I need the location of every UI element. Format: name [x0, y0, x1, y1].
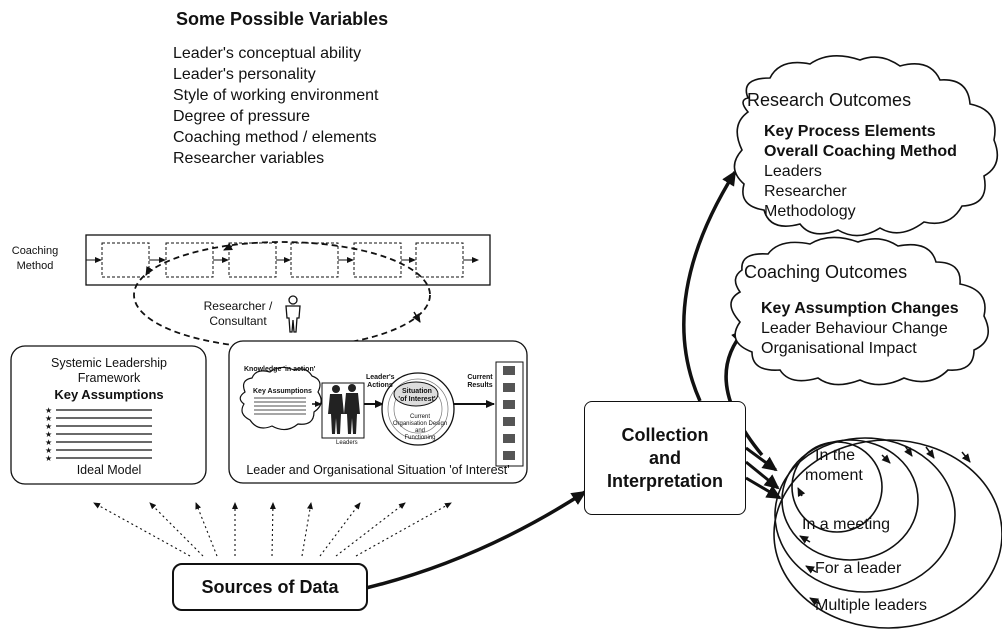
- coaching-outcomes-list: Key Assumption Changes Leader Behaviour …: [761, 299, 959, 359]
- circle-label-moment-line1: In the: [815, 447, 856, 464]
- current-results-label: Current Results: [466, 374, 494, 390]
- results-column: [495, 361, 524, 467]
- source-dotted-arrows: [93, 502, 452, 557]
- variable-item: Researcher variables: [173, 150, 325, 167]
- current-org-line1: Current: [409, 414, 430, 420]
- research-outcome-item: Researcher: [764, 183, 847, 200]
- situation-of-interest-label: Situation 'of Interest': [398, 388, 436, 404]
- collection-line2: and: [648, 447, 681, 468]
- cloud-key-assumptions-label: Key Assumptions: [253, 388, 312, 395]
- research-outcome-item: Overall Coaching Method: [764, 143, 957, 160]
- svg-text:★: ★: [45, 438, 52, 447]
- results-icons: [503, 366, 515, 460]
- knowledge-cloud-lines: [254, 397, 306, 415]
- coaching-method-label: Coaching Method: [4, 244, 66, 274]
- researcher-label-line1: Researcher /: [203, 299, 273, 313]
- arrow-sources-to-collection: [365, 490, 587, 590]
- framework-key-assumptions: Key Assumptions: [54, 387, 164, 402]
- key-assumption-lines: [56, 409, 152, 459]
- knowledge-in-action-label: Knowledge 'in action': [244, 366, 316, 373]
- researcher-label: Researcher / Consultant: [188, 299, 288, 329]
- knowledge-cloud: [239, 366, 322, 431]
- collection-line1: Collection: [621, 424, 709, 445]
- variable-item: Style of working environment: [173, 87, 379, 104]
- leaders-actions-line1: Leader's: [366, 374, 395, 381]
- framework-title-line2: Framework: [77, 371, 141, 385]
- variable-item: Coaching method / elements: [173, 129, 377, 146]
- researcher-cycle-arrows: [145, 242, 421, 323]
- coaching-method-label-line1: Coaching: [11, 245, 59, 257]
- variable-item: Degree of pressure: [173, 108, 310, 125]
- arrow-to-research-outcomes: [682, 170, 737, 402]
- arrows-to-circles: [745, 446, 782, 500]
- sources-of-data-box: Sources of Data: [172, 563, 368, 611]
- coaching-method-steps: [101, 242, 464, 278]
- variable-item: Leader's personality: [173, 66, 316, 83]
- scale-circles: [773, 437, 1002, 629]
- current-results-line2: Results: [467, 382, 493, 389]
- research-outcomes-cloud: [733, 55, 999, 237]
- situation-line1: Situation: [402, 388, 432, 395]
- circle-label-meeting: In a meeting: [802, 516, 891, 533]
- sources-of-data-label: Sources of Data: [201, 576, 339, 597]
- svg-text:★: ★: [45, 454, 52, 463]
- researcher-label-line2: Consultant: [209, 314, 267, 328]
- leaders-actions-line2: Actions: [367, 382, 393, 389]
- leaders-actions-label: Leader's Actions: [366, 374, 395, 390]
- situation-footer: Leader and Organisational Situation 'of …: [246, 463, 510, 477]
- current-org-line3: and: [414, 428, 425, 434]
- research-outcomes-title: Research Outcomes: [747, 90, 912, 110]
- current-org-line2: Organisation Design: [392, 421, 448, 427]
- svg-text:★: ★: [45, 430, 52, 439]
- circle-label-multiple-leaders: Multiple leaders: [815, 597, 928, 614]
- current-org-line4: Functioning: [404, 435, 436, 441]
- coaching-outcomes-cloud: [730, 236, 990, 386]
- research-outcome-item: Methodology: [764, 203, 856, 220]
- coaching-outcomes-title: Coaching Outcomes: [744, 262, 908, 282]
- scale-circle-arrows: [797, 445, 971, 606]
- framework-title: Systemic Leadership Framework: [14, 356, 204, 386]
- variables-title: Some Possible Variables: [176, 9, 389, 29]
- variable-item: Leader's conceptual ability: [173, 45, 362, 62]
- situation-line2: 'of Interest': [398, 396, 436, 403]
- coaching-outcome-item: Organisational Impact: [761, 340, 917, 357]
- research-outcome-item: Key Process Elements: [764, 123, 936, 140]
- coaching-outcome-item: Leader Behaviour Change: [761, 320, 948, 337]
- collection-box: Collection and Interpretation: [584, 401, 746, 515]
- arrow-to-coaching-outcomes: [724, 328, 764, 457]
- coaching-outcome-item: Key Assumption Changes: [761, 300, 959, 317]
- current-results-line1: Current: [467, 374, 493, 381]
- leaders-label: Leaders: [336, 440, 358, 446]
- current-organisation-label: Current Organisation Design and Function…: [392, 414, 448, 442]
- circle-label-leader: For a leader: [815, 560, 902, 577]
- svg-text:★: ★: [45, 406, 52, 415]
- framework-footer: Ideal Model: [76, 463, 142, 477]
- situation-cloud: [393, 381, 439, 407]
- circle-label-moment-line2: moment: [805, 467, 863, 484]
- collection-line3: Interpretation: [606, 470, 723, 491]
- svg-text:★: ★: [45, 414, 52, 423]
- coaching-method-label-line2: Method: [16, 260, 54, 272]
- person-icon: [285, 295, 301, 333]
- framework-title-line1: Systemic Leadership: [50, 356, 168, 370]
- leaders-silhouette: [328, 384, 360, 434]
- svg-text:★: ★: [45, 422, 52, 431]
- research-outcomes-list: Key Process Elements Overall Coaching Me…: [764, 122, 957, 222]
- researcher-cycle: [133, 241, 431, 349]
- variables-list: Leader's conceptual ability Leader's per…: [173, 43, 378, 169]
- svg-text:★: ★: [45, 446, 52, 455]
- research-outcome-item: Leaders: [764, 163, 822, 180]
- key-assumption-stars: ★★★ ★★★★: [45, 406, 52, 463]
